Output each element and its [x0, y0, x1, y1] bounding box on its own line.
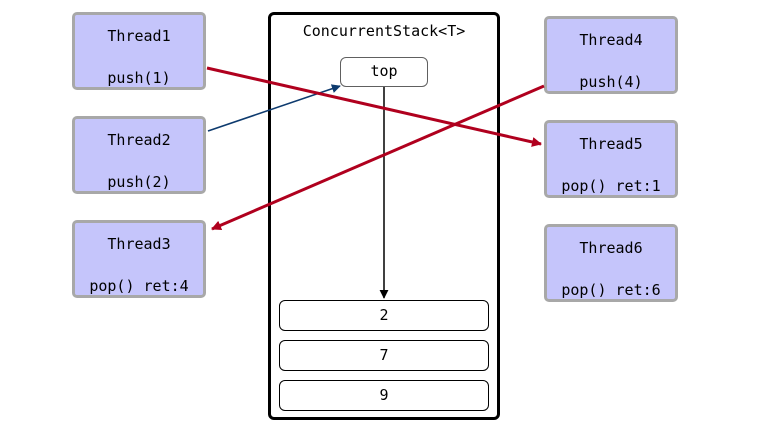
thread6-box: Thread6 pop() ret:6 — [544, 224, 678, 302]
thread5-box: Thread5 pop() ret:1 — [544, 120, 678, 198]
stack-title: ConcurrentStack<T> — [302, 22, 466, 40]
thread2-operation: push(2) — [107, 173, 171, 191]
thread1-operation: push(1) — [107, 69, 171, 87]
thread5-operation: pop() ret:1 — [561, 177, 661, 195]
thread2-box: Thread2 push(2) — [72, 116, 206, 194]
thread5-name: Thread5 — [579, 135, 643, 153]
stack-node-2: 7 — [279, 340, 489, 371]
top-pointer-node: top — [340, 57, 428, 87]
stack-node-3: 9 — [279, 380, 489, 411]
thread6-operation: pop() ret:6 — [561, 281, 661, 299]
thread3-box: Thread3 pop() ret:4 — [72, 220, 206, 298]
thread1-box: Thread1 push(1) — [72, 12, 206, 90]
thread6-name: Thread6 — [579, 239, 643, 257]
thread3-operation: pop() ret:4 — [89, 277, 189, 295]
thread2-name: Thread2 — [107, 131, 171, 149]
thread4-box: Thread4 push(4) — [544, 16, 678, 94]
stack-node-1: 2 — [279, 300, 489, 331]
thread1-name: Thread1 — [107, 27, 171, 45]
thread4-operation: push(4) — [579, 73, 643, 91]
thread3-name: Thread3 — [107, 235, 171, 253]
thread4-name: Thread4 — [579, 31, 643, 49]
